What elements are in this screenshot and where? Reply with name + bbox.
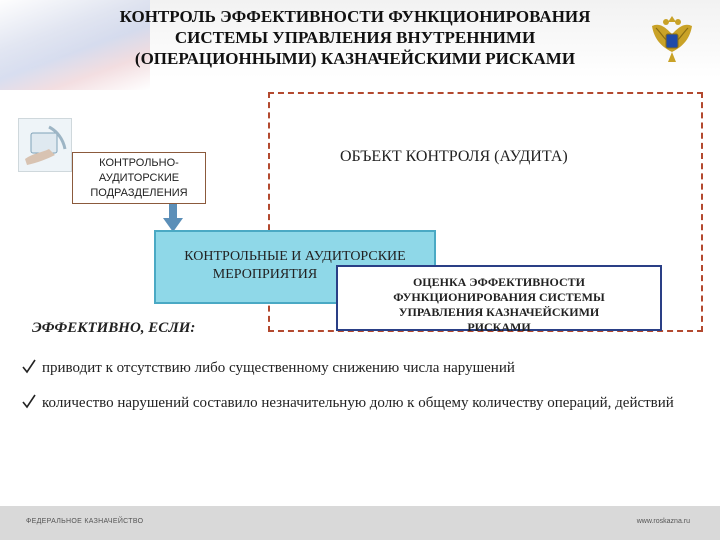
condition-item: количество нарушений составило незначите…: [22, 393, 687, 413]
footer-organization: ФЕДЕРАЛЬНОЕ КАЗНАЧЕЙСТВО: [26, 518, 144, 525]
check-icon: [22, 393, 36, 415]
condition-text: количество нарушений составило незначите…: [42, 395, 674, 411]
eval-line-1: ОЦЕНКА ЭФФЕКТИВНОСТИ: [412, 275, 586, 289]
eval-line-2: ФУНКЦИОНИРОВАНИЯ СИСТЕМЫ: [393, 290, 605, 304]
unit-line-1: КОНТРОЛЬНО-: [99, 157, 179, 169]
condition-item: приводит к отсутствию либо существенному…: [22, 358, 622, 378]
title-line-2: СИСТЕМЫ УПРАВЛЕНИЯ ВНУТРЕННИМИ: [174, 28, 536, 47]
object-title: ОБЪЕКТ КОНТРОЛЯ (АУДИТА): [340, 148, 568, 165]
tablet-photo-icon: [18, 118, 72, 172]
measures-line-2: МЕРОПРИЯТИЯ: [212, 267, 318, 282]
down-arrow-icon: [163, 204, 183, 232]
unit-line-3: ПОДРАЗДЕЛЕНИЯ: [90, 187, 188, 199]
footer-bar: ФЕДЕРАЛЬНОЕ КАЗНАЧЕЙСТВО www.roskazna.ru: [0, 506, 720, 540]
effective-if-label: ЭФФЕКТИВНО, ЕСЛИ:: [32, 320, 196, 336]
control-audit-units-box: КОНТРОЛЬНО- АУДИТОРСКИЕ ПОДРАЗДЕЛЕНИЯ: [72, 152, 206, 204]
measures-line-1: КОНТРОЛЬНЫЕ И АУДИТОРСКИЕ: [184, 249, 406, 264]
eval-line-3: УПРАВЛЕНИЯ КАЗНАЧЕЙСКИМИ: [398, 305, 600, 319]
unit-line-2: АУДИТОРСКИЕ: [98, 172, 180, 184]
flag-decoration: [0, 0, 150, 90]
page-title: КОНТРОЛЬ ЭФФЕКТИВНОСТИ ФУНКЦИОНИРОВАНИЯ …: [85, 6, 625, 69]
eval-line-4: РИСКАМИ: [467, 320, 531, 334]
check-icon: [22, 358, 36, 380]
footer-website-link[interactable]: www.roskazna.ru: [636, 518, 690, 525]
title-line-1: КОНТРОЛЬ ЭФФЕКТИВНОСТИ ФУНКЦИОНИРОВАНИЯ: [119, 7, 591, 26]
emblem-icon: [652, 16, 692, 62]
evaluation-box: ОЦЕНКА ЭФФЕКТИВНОСТИ ФУНКЦИОНИРОВАНИЯ СИ…: [336, 265, 662, 334]
condition-text: приводит к отсутствию либо существенному…: [42, 360, 515, 376]
object-dashed-frame: [268, 92, 703, 332]
title-line-3: (ОПЕРАЦИОННЫМИ) КАЗНАЧЕЙСКИМИ РИСКАМИ: [134, 49, 576, 68]
